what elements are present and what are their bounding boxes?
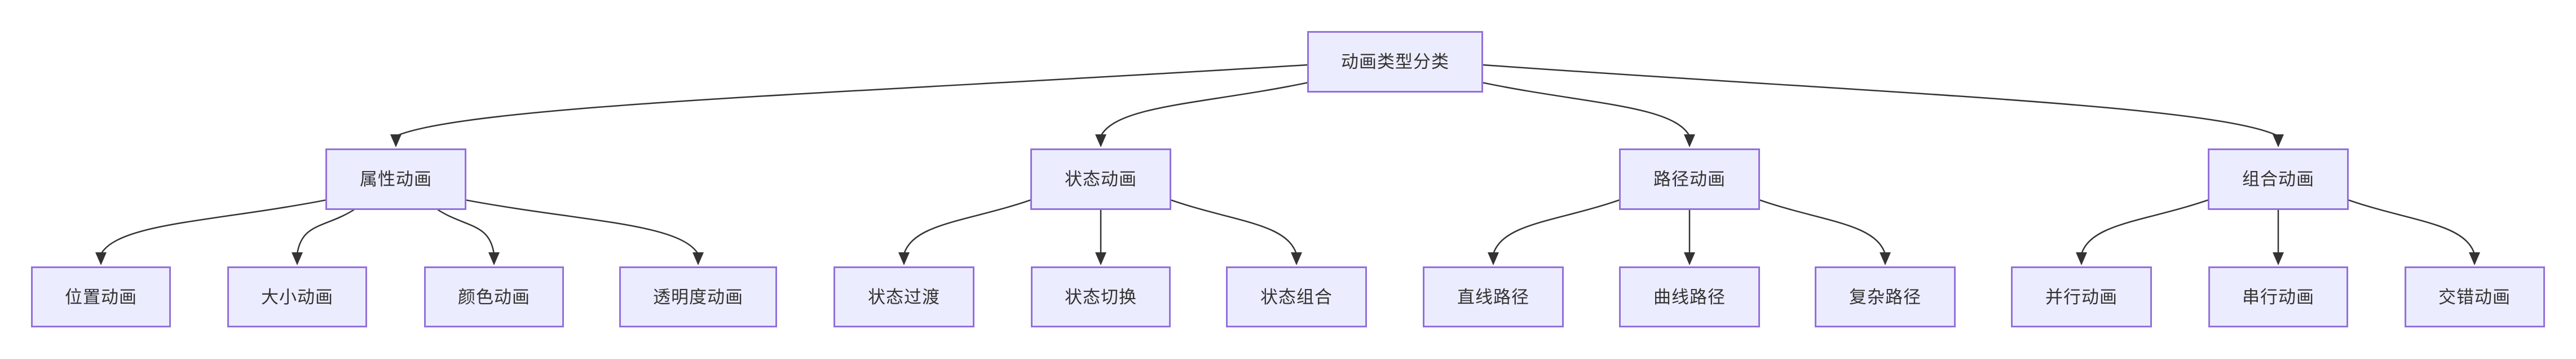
node-label-comb: 组合动画: [2242, 169, 2314, 189]
node-label-complex: 复杂路径: [1849, 287, 1921, 307]
node-complex: 复杂路径: [1815, 266, 1956, 327]
node-curve: 曲线路径: [1619, 266, 1760, 327]
arrowhead-icon: [898, 252, 910, 265]
edge-comb-to-parallel: [2080, 199, 2209, 255]
edge-prop-to-pos: [100, 199, 327, 255]
edge-state-to-stcomb: [1170, 199, 1298, 255]
arrowhead-icon: [488, 252, 500, 265]
arrowhead-icon: [390, 134, 402, 147]
node-switch: 状态切换: [1031, 266, 1171, 327]
edge-root-to-path: [1482, 82, 1691, 137]
node-transition: 状态过渡: [833, 266, 974, 327]
node-label-state: 状态动画: [1065, 169, 1137, 189]
node-label-size: 大小动画: [261, 287, 333, 307]
arrowhead-icon: [1880, 252, 1891, 265]
edge-prop-to-size: [296, 209, 355, 255]
arrowhead-icon: [292, 252, 303, 265]
node-stcomb: 状态组合: [1226, 266, 1367, 327]
arrowhead-icon: [2469, 252, 2480, 265]
node-label-stcomb: 状态组合: [1260, 287, 1333, 307]
node-state: 状态动画: [1030, 148, 1171, 210]
node-label-line: 直线路径: [1457, 287, 1529, 307]
node-line: 直线路径: [1423, 266, 1564, 327]
node-stagger: 交错动画: [2404, 266, 2545, 327]
arrowhead-icon: [1291, 252, 1302, 265]
node-label-switch: 状态切换: [1065, 287, 1137, 307]
node-root: 动画类型分类: [1307, 31, 1483, 93]
edge-comb-to-stagger: [2348, 199, 2476, 255]
edge-prop-to-color: [437, 209, 495, 255]
node-opacity: 透明度动画: [619, 266, 777, 327]
node-color: 颜色动画: [424, 266, 564, 327]
edge-root-to-comb: [1482, 64, 2279, 137]
node-label-parallel: 并行动画: [2045, 287, 2118, 307]
node-label-color: 颜色动画: [458, 287, 530, 307]
node-label-path: 路径动画: [1653, 169, 1726, 189]
arrowhead-icon: [1684, 134, 1695, 147]
edge-root-to-state: [1100, 82, 1308, 137]
edge-root-to-prop: [395, 64, 1308, 137]
arrowhead-icon: [1095, 134, 1106, 147]
node-label-root: 动画类型分类: [1341, 52, 1449, 72]
edge-prop-to-opacity: [465, 199, 699, 255]
node-path: 路径动画: [1619, 148, 1760, 210]
arrowhead-icon: [692, 252, 704, 265]
node-size: 大小动画: [227, 266, 367, 327]
node-prop: 属性动画: [325, 148, 466, 210]
edge-state-to-transition: [903, 199, 1031, 255]
node-label-curve: 曲线路径: [1653, 287, 1726, 307]
arrowhead-icon: [1684, 252, 1695, 265]
edge-path-to-line: [1492, 199, 1620, 255]
node-label-prop: 属性动画: [360, 169, 432, 189]
node-serial: 串行动画: [2208, 266, 2348, 327]
arrowhead-icon: [95, 252, 107, 265]
arrowhead-icon: [2273, 134, 2284, 147]
node-label-stagger: 交错动画: [2438, 287, 2511, 307]
node-label-opacity: 透明度动画: [653, 287, 743, 307]
arrowhead-icon: [1488, 252, 1499, 265]
node-label-transition: 状态过渡: [868, 287, 940, 307]
edge-path-to-complex: [1759, 199, 1886, 255]
node-label-serial: 串行动画: [2242, 287, 2314, 307]
arrowhead-icon: [2076, 252, 2087, 265]
arrowhead-icon: [2273, 252, 2284, 265]
arrowhead-icon: [1095, 252, 1106, 265]
node-comb: 组合动画: [2208, 148, 2349, 210]
node-parallel: 并行动画: [2011, 266, 2152, 327]
node-pos: 位置动画: [31, 266, 171, 327]
node-label-pos: 位置动画: [65, 287, 137, 307]
